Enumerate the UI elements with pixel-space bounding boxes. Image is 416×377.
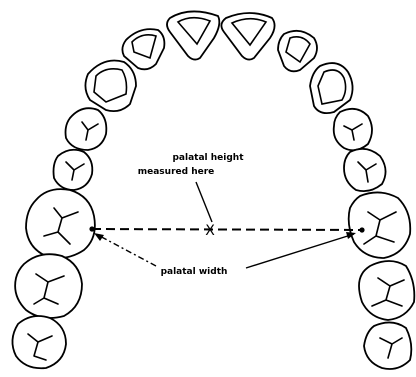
- upper-second-molar-left: [15, 254, 82, 318]
- upper-third-molar-right: [364, 322, 411, 369]
- left-landmark-dot: [89, 226, 94, 231]
- upper-second-premolar-left: [54, 150, 93, 190]
- upper-canine-right: [310, 63, 353, 113]
- upper-third-molar-left: [12, 316, 66, 368]
- upper-first-molar-right: [349, 192, 411, 258]
- palatal-width-label: palatal width: [161, 267, 228, 277]
- width-arrow-right: [246, 234, 354, 268]
- palatal-height-label-line1: palatal height: [172, 153, 244, 163]
- right-landmark-dot: [359, 227, 364, 232]
- width-arrowhead-left: [94, 233, 104, 241]
- upper-first-premolar-right: [334, 109, 372, 150]
- upper-central-incisor-right: [221, 13, 274, 60]
- upper-lateral-incisor-right: [278, 31, 317, 72]
- upper-canine-left: [85, 61, 136, 112]
- palatal-width-line: [92, 229, 362, 230]
- upper-second-premolar-right: [344, 149, 386, 191]
- palatal-height-marker: X: [205, 223, 215, 239]
- palatal-height-label-line2: measured here: [138, 167, 215, 177]
- upper-lateral-incisor-left: [122, 29, 164, 69]
- width-arrow-left: [96, 234, 156, 266]
- upper-first-molar-left: [26, 189, 95, 258]
- upper-first-premolar-left: [66, 108, 107, 150]
- upper-second-molar-right: [359, 261, 414, 320]
- upper-central-incisor-left: [167, 11, 219, 59]
- height-pointer-line: [196, 182, 212, 222]
